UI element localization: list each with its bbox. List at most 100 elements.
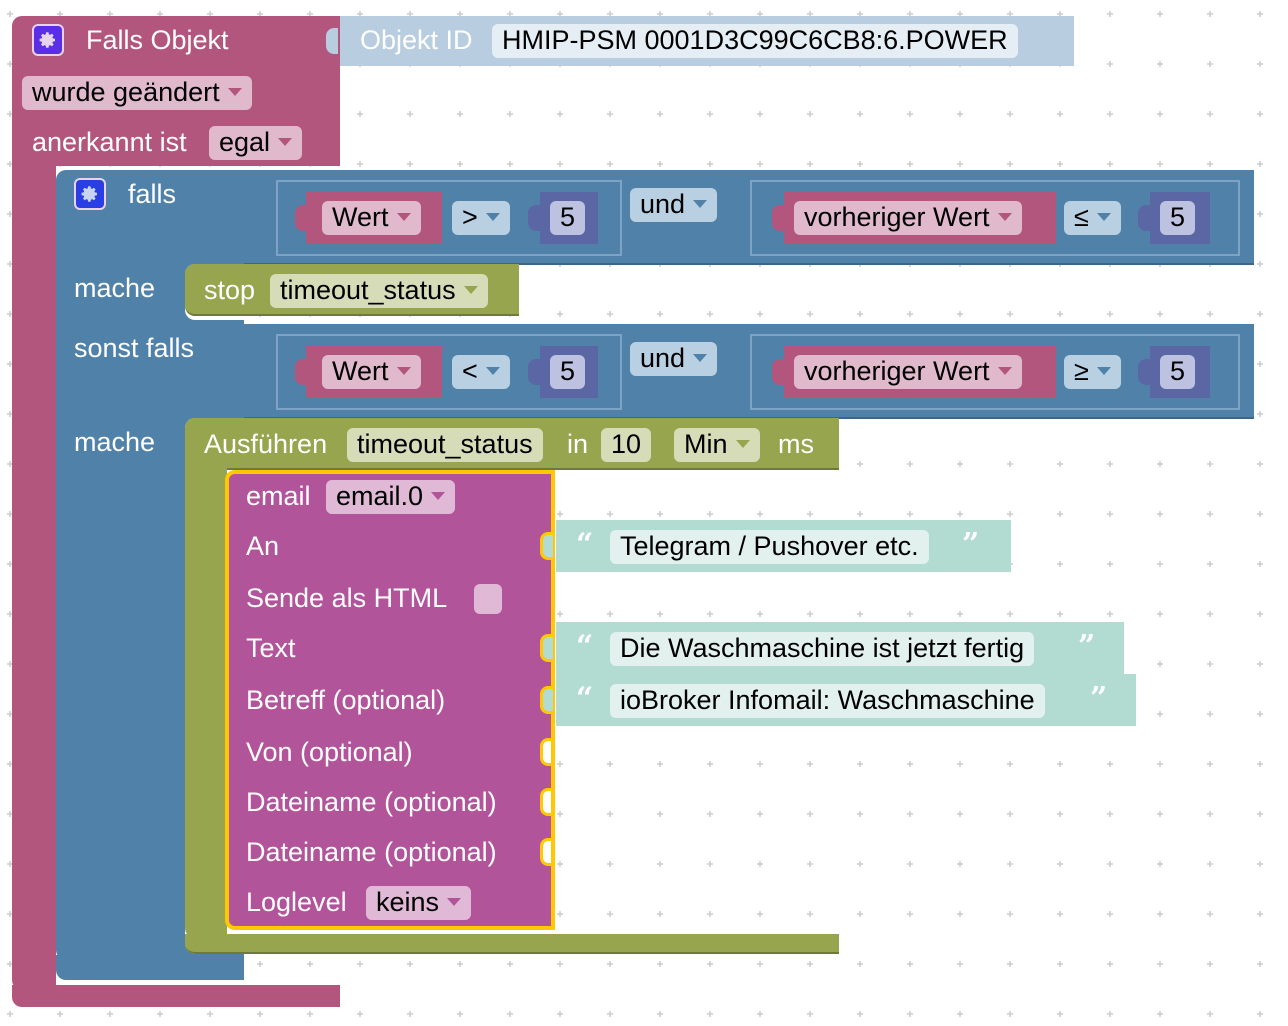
timeout-timer-name[interactable]: timeout_status [347, 428, 543, 462]
grid-cross [1107, 611, 1113, 617]
grid-cross [907, 111, 913, 117]
email-block[interactable] [225, 470, 555, 930]
grid-cross [307, 961, 313, 967]
grid-cross [707, 1011, 713, 1017]
email-instance-dropdown[interactable]: email.0 [326, 480, 456, 514]
condition1-left-number[interactable]: 5 [550, 201, 586, 235]
grid-cross [557, 511, 563, 517]
grid-cross [1157, 711, 1163, 717]
grid-cross [657, 1011, 663, 1017]
close-quote-icon: ” [1090, 681, 1108, 716]
grid-cross [607, 511, 613, 517]
condition1-logic-dropdown[interactable]: und [630, 188, 718, 222]
timer-value: timeout_status [280, 275, 456, 305]
number-value: 5 [1170, 356, 1186, 386]
text-value: Die Waschmaschine ist jetzt fertig [620, 633, 1025, 663]
grid-cross [1107, 61, 1113, 67]
grid-cross [657, 311, 663, 317]
grid-cross [407, 161, 413, 167]
grid-cross [1257, 311, 1263, 317]
file2-input-socket[interactable] [540, 838, 551, 866]
grid-cross [1007, 761, 1013, 767]
condition1-right-frame [750, 180, 1240, 256]
grid-cross [257, 961, 263, 967]
grid-cross [807, 161, 813, 167]
grid-cross [1107, 961, 1113, 967]
grid-cross [1157, 961, 1163, 967]
condition2-right-frame [750, 334, 1240, 410]
connector [540, 634, 553, 662]
html-checkbox[interactable] [474, 584, 502, 614]
grid-cross [1157, 311, 1163, 317]
condition2-logic-dropdown[interactable]: und [630, 342, 718, 376]
grid-cross [1207, 711, 1213, 717]
subject-text-field[interactable]: ioBroker Infomail: Waschmaschine [610, 684, 1045, 718]
condition2-right-var-dropdown[interactable]: vorheriger Wert [794, 355, 1022, 389]
condition1-left-var-dropdown[interactable]: Wert [322, 201, 421, 235]
stop-timer-dropdown[interactable]: timeout_status [270, 274, 488, 308]
grid-cross [207, 1011, 213, 1017]
grid-cross [757, 911, 763, 917]
grid-cross [757, 611, 763, 617]
grid-cross [1257, 861, 1263, 867]
grid-cross [707, 811, 713, 817]
grid-cross [857, 511, 863, 517]
grid-cross [557, 161, 563, 167]
grid-cross [607, 611, 613, 617]
ack-label: anerkannt ist [32, 127, 187, 157]
grid-cross [607, 311, 613, 317]
condition1-right-op-dropdown[interactable]: ≤ [1064, 201, 1121, 235]
grid-cross [657, 761, 663, 767]
condition2-left-number[interactable]: 5 [550, 355, 586, 389]
from-input-socket[interactable] [540, 738, 551, 766]
condition1-right-number[interactable]: 5 [1160, 201, 1196, 235]
condition1-left-op-dropdown[interactable]: > [452, 201, 510, 235]
trigger-gear-button[interactable] [32, 24, 64, 56]
grid-cross [1207, 961, 1213, 967]
logic-value: und [640, 343, 686, 373]
grid-cross [1207, 611, 1213, 617]
ack-dropdown[interactable]: egal [209, 126, 303, 160]
op-value: ≥ [1074, 356, 1089, 386]
grid-cross [457, 961, 463, 967]
grid-cross [807, 611, 813, 617]
condition2-right-number[interactable]: 5 [1160, 355, 1196, 389]
condition1-right-var-dropdown[interactable]: vorheriger Wert [794, 201, 1022, 235]
var-value: Wert [332, 356, 389, 386]
grid-cross [1207, 761, 1213, 767]
grid-cross [807, 911, 813, 917]
grid-cross [557, 961, 563, 967]
var-value: vorheriger Wert [804, 356, 990, 386]
if-gear-button[interactable] [74, 178, 106, 210]
condition2-left-var-dropdown[interactable]: Wert [322, 355, 421, 389]
grid-cross [757, 1011, 763, 1017]
grid-cross [1007, 1011, 1013, 1017]
timeout-delay-input[interactable]: 10 [601, 428, 652, 462]
connector [295, 205, 307, 231]
grid-cross [957, 811, 963, 817]
grid-cross [657, 811, 663, 817]
grid-cross [1207, 61, 1213, 67]
timeout-unit-dropdown[interactable]: Min [674, 428, 760, 462]
file1-input-socket[interactable] [540, 788, 551, 816]
grid-cross [907, 311, 913, 317]
grid-cross [557, 761, 563, 767]
grid-cross [1157, 911, 1163, 917]
grid-cross [1057, 911, 1063, 917]
connector [1138, 205, 1150, 231]
to-text-field[interactable]: Telegram / Pushover etc. [610, 530, 929, 564]
loglevel-dropdown[interactable]: keins [366, 886, 472, 920]
event-dropdown[interactable]: wurde geändert [22, 76, 252, 110]
grid-cross [607, 1011, 613, 1017]
condition2-left-op-dropdown[interactable]: < [452, 355, 510, 389]
chevron-down-icon [1096, 366, 1111, 375]
condition2-right-op-dropdown[interactable]: ≥ [1064, 355, 1121, 389]
text-text-field[interactable]: Die Waschmaschine ist jetzt fertig [610, 632, 1035, 666]
object-id-field[interactable]: HMIP-PSM 0001D3C99C6CB8:6.POWER [492, 24, 1018, 58]
connector [1138, 359, 1150, 385]
grid-cross [857, 961, 863, 967]
grid-cross [857, 761, 863, 767]
object-id-connector [326, 28, 338, 54]
grid-cross [1057, 561, 1063, 567]
file1-label: Dateiname (optional) [246, 787, 497, 817]
